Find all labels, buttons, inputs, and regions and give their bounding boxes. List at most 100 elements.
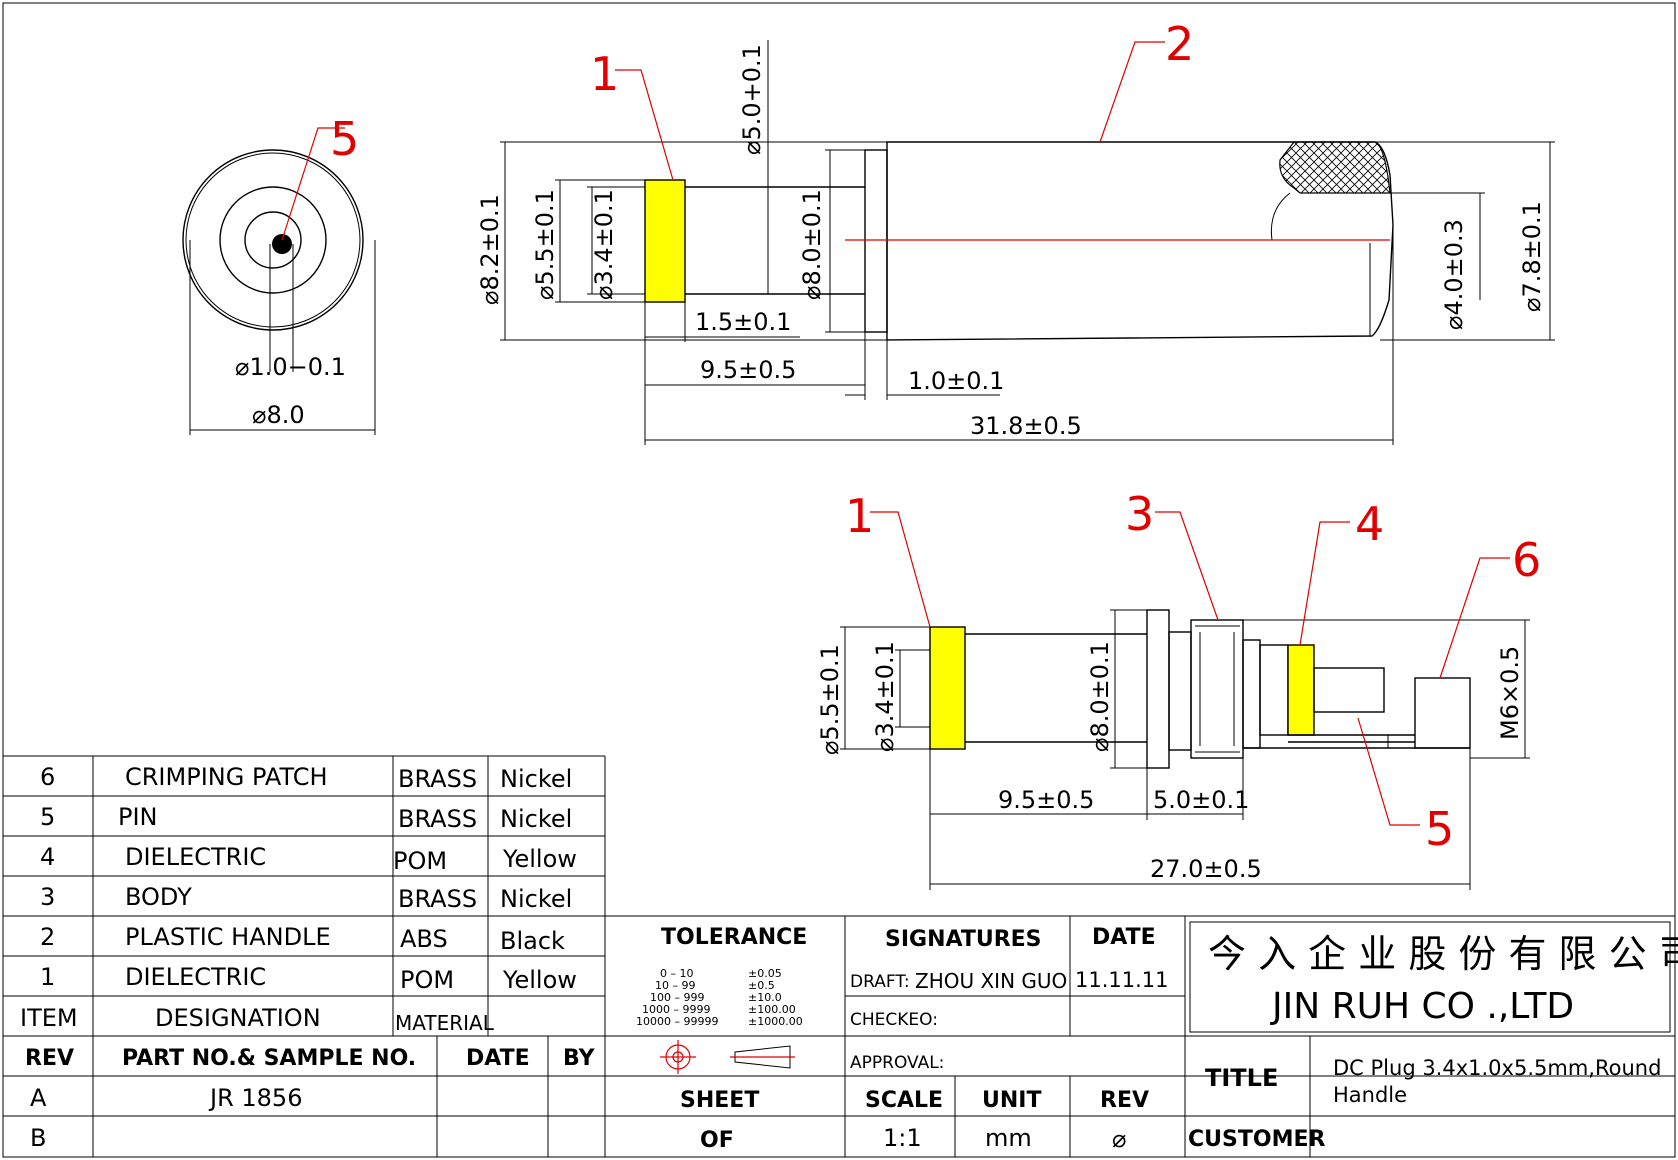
- dim-top-1-0: 1.0±0.1: [908, 367, 1004, 395]
- callout-5-end: 5: [330, 112, 359, 166]
- callout-3-bottom: 3: [1125, 487, 1154, 541]
- dim-top-31-8: 31.8±0.5: [970, 412, 1082, 440]
- bom-finish: Nickel: [500, 805, 572, 833]
- bom-item: 6: [40, 763, 55, 791]
- bom-header-item: ITEM: [20, 1004, 78, 1032]
- callout-5-bottom: 5: [1425, 802, 1454, 856]
- title-line-1: DC Plug 3.4x1.0x5.5mm,Round: [1333, 1056, 1661, 1080]
- bom-material: BRASS: [398, 885, 477, 913]
- top-view: 1.5±0.1 9.5±0.5 1.0±0.1 31.8±0.5 ⌀5.0+0.…: [476, 40, 1555, 445]
- callout-2-top: 2: [1165, 17, 1194, 71]
- dim-bot-27-0: 27.0±0.5: [1150, 855, 1262, 883]
- title-line-2: Handle: [1333, 1083, 1407, 1107]
- dim-bot-d34: ⌀3.4±0.1: [871, 641, 899, 752]
- checked-label: CHECKEO:: [850, 1010, 938, 1030]
- dim-top-1-5: 1.5±0.1: [695, 308, 791, 336]
- top-handle: [886, 141, 1394, 341]
- bom-finish: Black: [500, 927, 565, 955]
- bom-material: POM: [393, 847, 447, 875]
- bom-item: 4: [40, 843, 55, 871]
- customer-label: CUSTOMER: [1188, 1127, 1325, 1152]
- signatures-title: SIGNATURES: [885, 927, 1042, 952]
- date-header: DATE: [466, 1046, 530, 1071]
- part-header: PART NO.& SAMPLE NO.: [122, 1046, 416, 1071]
- draft-label: DRAFT:: [850, 972, 910, 992]
- sheet-label: SHEET: [680, 1088, 759, 1113]
- dim-top-d55: ⌀5.5±0.1: [531, 189, 559, 300]
- company-name-cn: 今 入 企 业 股 份 有 限 公 司: [1208, 932, 1678, 976]
- callout-1-bottom: 1: [845, 489, 874, 543]
- bottom-view: 9.5±0.5 5.0±0.1 27.0±0.5 ⌀5.5±0.1 ⌀3.4±0…: [816, 609, 1530, 890]
- date-title: DATE: [1092, 925, 1156, 950]
- bom-header-material: MATERIAL: [395, 1011, 495, 1035]
- tol-value: ±10.0: [748, 991, 782, 1004]
- bom-finish: Yellow: [502, 966, 577, 994]
- dim-top-d34: ⌀3.4±0.1: [590, 189, 618, 300]
- unit-label: UNIT: [982, 1088, 1041, 1113]
- tol-value: ±0.5: [748, 979, 775, 992]
- rev-label: REV: [1100, 1088, 1149, 1113]
- tolerance-table: 0 – 10 10 – 99 100 – 999 1000 – 9999 100…: [636, 967, 803, 1028]
- bom-finish: Nickel: [500, 885, 572, 913]
- scale-value: 1:1: [883, 1124, 922, 1152]
- tol-range: 100 – 999: [650, 991, 704, 1004]
- bom-material: ABS: [400, 925, 448, 953]
- of-label: OF: [700, 1128, 734, 1153]
- bom-designation: PLASTIC HANDLE: [125, 923, 331, 951]
- unit-value: mm: [985, 1124, 1032, 1152]
- part-number: JR 1856: [208, 1084, 302, 1112]
- bottom-dielectric-1: [929, 626, 966, 750]
- dim-top-d78: ⌀7.8±0.1: [1518, 201, 1546, 312]
- tol-range: 0 – 10: [660, 967, 694, 980]
- company-name-en: JIN RUH CO .,LTD: [1270, 986, 1574, 1027]
- bom-designation: PIN: [118, 803, 158, 831]
- bom-designation: BODY: [125, 883, 192, 911]
- date-value: 11.11.11: [1075, 968, 1169, 992]
- bom-item: 1: [40, 963, 55, 991]
- bom-designation: DIELECTRIC: [125, 843, 266, 871]
- callout-6-bottom: 6: [1512, 533, 1541, 587]
- dim-end-pin: ⌀1.0−0.1: [235, 353, 346, 381]
- dim-bot-d55: ⌀5.5±0.1: [816, 644, 844, 755]
- bom-item: 2: [40, 923, 55, 951]
- dim-bot-9-5: 9.5±0.5: [998, 786, 1094, 814]
- rev-a: A: [30, 1084, 47, 1112]
- dim-bot-5-0: 5.0±0.1: [1153, 786, 1249, 814]
- callout-1-top: 1: [590, 47, 619, 101]
- rev-header: REV: [25, 1046, 74, 1071]
- tol-value: ±100.00: [748, 1003, 796, 1016]
- title-block: TOLERANCE 0 – 10 10 – 99 100 – 999 1000 …: [605, 915, 1678, 1157]
- rev-b: B: [30, 1124, 46, 1152]
- bom-item: 5: [40, 803, 55, 831]
- by-header: BY: [563, 1046, 596, 1071]
- dim-end-od: ⌀8.0: [252, 401, 305, 429]
- callout-4-bottom: 4: [1355, 497, 1384, 551]
- tol-range: 10000 – 99999: [636, 1015, 718, 1028]
- bom-designation: DIELECTRIC: [125, 963, 266, 991]
- dim-top-d40: ⌀4.0±0.3: [1440, 219, 1468, 330]
- scale-label: SCALE: [865, 1088, 943, 1113]
- draft-name: ZHOU XIN GUO: [915, 969, 1067, 993]
- tol-value: ±0.05: [748, 967, 782, 980]
- tol-value: ±1000.00: [748, 1015, 803, 1028]
- dim-top-d50: ⌀5.0+0.1: [738, 44, 766, 155]
- bom-finish: Nickel: [500, 765, 572, 793]
- dim-top-9-5: 9.5±0.5: [700, 356, 796, 384]
- bom-material: BRASS: [398, 765, 477, 793]
- bom-finish: Yellow: [502, 845, 577, 873]
- bom-item: 3: [40, 883, 55, 911]
- rev-value: ⌀: [1112, 1125, 1126, 1153]
- bom-table: 6 CRIMPING PATCH BRASS Nickel 5 PIN BRAS…: [3, 755, 1675, 1157]
- projection-symbol: [660, 1040, 795, 1074]
- title-label: TITLE: [1205, 1064, 1278, 1092]
- approval-label: APPROVAL:: [850, 1053, 944, 1073]
- bom-material: BRASS: [398, 805, 477, 833]
- tol-range: 1000 – 9999: [642, 1003, 710, 1016]
- tol-range: 10 – 99: [655, 979, 696, 992]
- bom-header-designation: DESIGNATION: [155, 1004, 321, 1032]
- bom-designation: CRIMPING PATCH: [125, 763, 328, 791]
- dim-bot-m6: M6×0.5: [1496, 646, 1524, 740]
- pin-hole: [272, 234, 292, 254]
